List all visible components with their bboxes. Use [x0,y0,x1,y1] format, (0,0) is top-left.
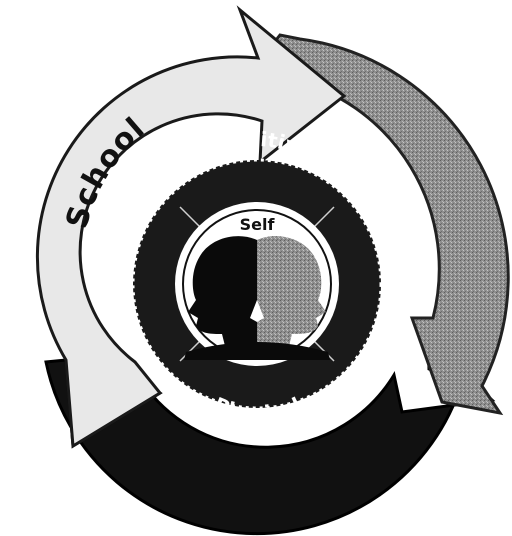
center-label-self: Self [240,215,276,234]
domain-label-social: Social [99,246,128,323]
